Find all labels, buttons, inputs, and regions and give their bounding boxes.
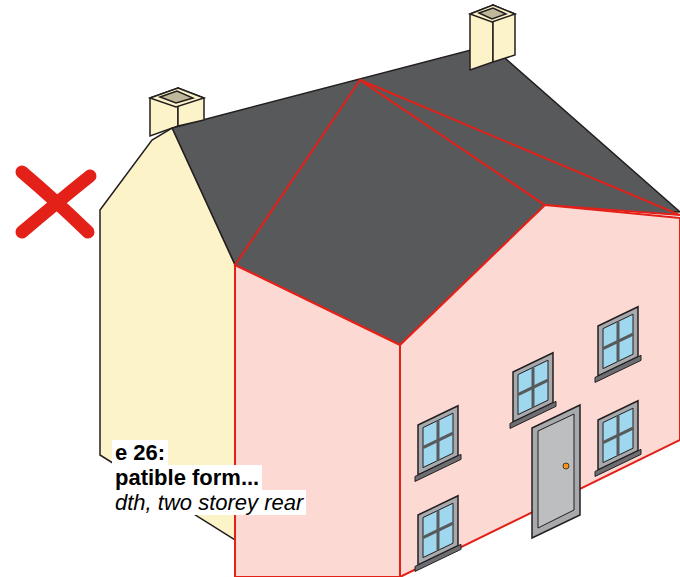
window-bar	[423, 523, 453, 537]
window-part	[518, 360, 548, 414]
reject-cross	[22, 172, 90, 232]
caption-text: dth, two storey rear	[112, 490, 306, 515]
window-part	[595, 449, 641, 476]
window-part	[423, 503, 453, 557]
window-part	[603, 408, 633, 462]
chimney	[150, 88, 204, 136]
window-bar	[603, 334, 633, 348]
extension-side-wall	[235, 265, 400, 577]
window-part	[603, 314, 633, 368]
window-part	[513, 353, 553, 422]
caption-text: e 26:	[112, 440, 168, 465]
extension-front-wall	[400, 205, 680, 577]
caption-text: patible form...	[112, 465, 262, 490]
chimney	[470, 5, 515, 70]
window-part	[415, 454, 461, 481]
window-group	[415, 307, 641, 572]
window-bar	[423, 433, 453, 447]
window-part	[418, 406, 458, 475]
window-part	[423, 413, 453, 467]
window-part	[418, 496, 458, 565]
window-part	[598, 401, 638, 470]
window-bar	[603, 428, 633, 442]
door	[532, 405, 580, 538]
extension-roof	[360, 80, 680, 215]
window-part	[595, 355, 641, 382]
window-bar	[518, 380, 548, 394]
window-part	[598, 307, 638, 376]
window-part	[415, 544, 461, 571]
